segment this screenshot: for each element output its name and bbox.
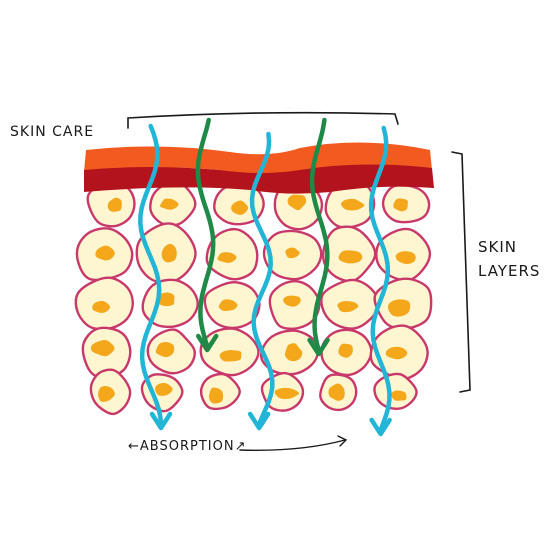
green-arrow-1-shaft	[195, 117, 216, 349]
absorption-direction-arrowhead	[337, 435, 348, 447]
absorption-direction-line	[239, 439, 346, 451]
cell-nucleus	[217, 252, 237, 263]
absorption-right-arrow: ↗	[235, 439, 247, 454]
cell-nucleus	[90, 339, 115, 357]
cell-nucleus	[218, 299, 238, 311]
absorption-left-arrow: ←	[128, 439, 140, 454]
cell-nucleus	[341, 198, 365, 211]
cell-nucleus	[92, 300, 110, 313]
cell-nucleus	[95, 245, 115, 261]
cell-nucleus	[388, 299, 411, 317]
cell-nucleus	[338, 343, 353, 358]
cell-nucleus	[390, 390, 407, 401]
cell-nucleus	[284, 343, 303, 362]
cell-nucleus	[156, 292, 175, 307]
arrow-down-icon	[247, 411, 271, 431]
cell-nucleus	[160, 198, 179, 210]
cell-nucleus	[161, 243, 177, 263]
blue-arrow-1-shaft	[138, 123, 164, 427]
blue-arrow-3-shaft	[368, 125, 392, 433]
cell-nucleus	[155, 382, 173, 396]
skin-cells	[74, 179, 433, 416]
absorption-label-text: ABSORPTION	[140, 439, 235, 454]
cell-nucleus	[385, 346, 408, 360]
skin-care-bracket	[127, 111, 399, 129]
green-arrow-2-shaft	[309, 117, 330, 353]
cell-nucleus	[155, 342, 175, 358]
cell-nucleus	[283, 295, 301, 307]
skin-care-label: SKIN CARE	[10, 124, 94, 140]
cell-nucleus	[287, 194, 307, 211]
arrow-down-icon	[195, 333, 219, 353]
cell-nucleus	[208, 387, 224, 404]
cell-nucleus	[274, 387, 300, 399]
cell-nucleus	[231, 200, 249, 215]
skin-label: SKIN	[478, 238, 517, 256]
cell-nucleus	[219, 350, 242, 362]
cell-nucleus	[395, 251, 416, 265]
layers-label: LAYERS	[478, 262, 540, 280]
arrow-down-icon	[307, 337, 330, 357]
cell-nucleus	[328, 383, 345, 401]
blue-arrow-2-shaft	[249, 131, 275, 427]
cell-nucleus	[337, 301, 359, 313]
absorption-arrows	[138, 117, 392, 437]
absorption-label: ←ABSORPTION↗	[128, 439, 246, 454]
cell-nucleus	[285, 247, 300, 259]
cell-nucleus	[98, 386, 115, 402]
skin-layers-bracket	[451, 151, 471, 393]
cell-nucleus	[393, 198, 408, 212]
cell-nucleus	[338, 250, 363, 264]
arrow-down-icon	[149, 411, 173, 431]
cell-nucleus	[107, 197, 122, 212]
arrow-down-icon	[369, 417, 392, 437]
